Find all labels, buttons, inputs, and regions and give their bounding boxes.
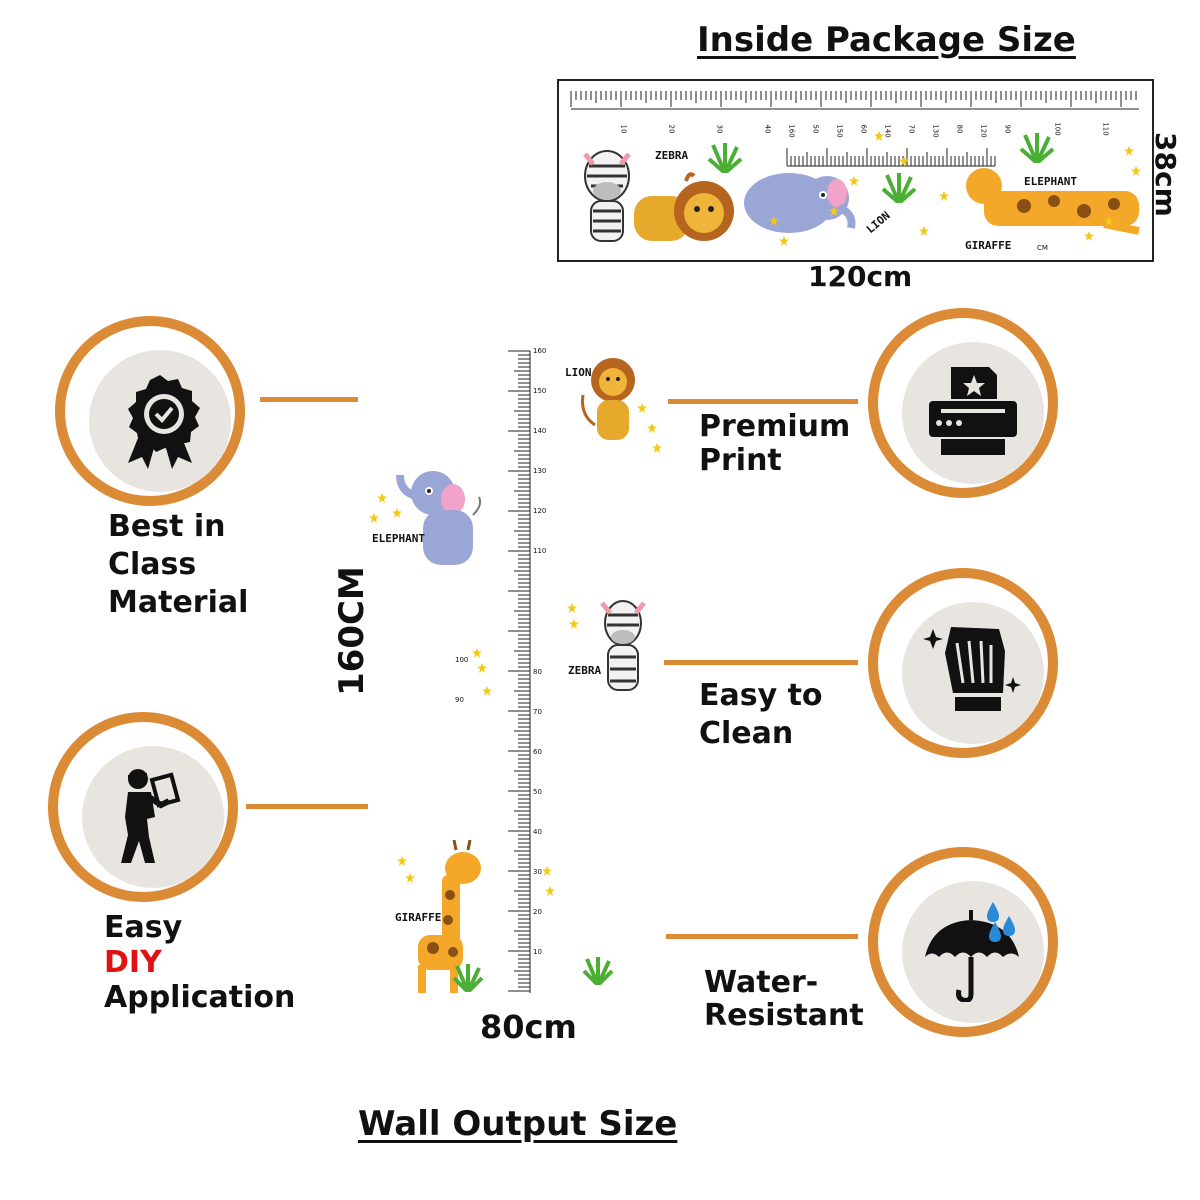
ruler-tick-label: 80	[533, 668, 542, 676]
package-label-giraffe: GIRAFFE	[965, 239, 1012, 252]
ruler-tick-label: 40	[533, 828, 542, 836]
ruler-tick-label: 160	[533, 347, 547, 355]
ruler-tick-label: 70	[533, 708, 542, 716]
package-tick-label: 100	[1053, 122, 1062, 136]
feature-line: Material	[108, 585, 249, 620]
ruler-tick-label: 60	[533, 748, 542, 756]
wall-label-giraffe: GIRAFFE	[395, 911, 442, 924]
package-tick-label: 120	[979, 124, 988, 138]
feature-line: Application	[104, 980, 296, 1015]
material-badge	[55, 316, 245, 506]
ruler-tick-label: 120	[533, 507, 547, 515]
elephant-illustration	[396, 471, 482, 565]
lion-illustration	[581, 358, 635, 440]
connector-line	[246, 804, 368, 809]
wall-ruler-labels: 160 150 140 130 120 110 80 70 60 50 40 3…	[500, 345, 560, 1000]
ruler-tick-label: 140	[533, 427, 547, 435]
leaf-icon	[707, 143, 743, 173]
package-label-elephant: ELEPHANT	[1024, 175, 1077, 188]
package-tick-label: 160	[787, 124, 796, 138]
package-tick-label: 10	[619, 124, 628, 134]
leaf-icon	[881, 173, 917, 203]
ruler-tick-label: 10	[533, 948, 542, 956]
feature-line: Easy	[104, 910, 183, 945]
package-tick-label: 60	[859, 124, 868, 134]
feature-line: Water-	[704, 965, 819, 1000]
package-tick-label: 80	[955, 124, 964, 134]
package-tick-label: 40	[763, 124, 772, 134]
leaf-icon	[582, 957, 614, 985]
package-tick-label: 30	[715, 124, 724, 134]
feature-line: Print	[699, 443, 782, 478]
feature-line: Resistant	[704, 998, 864, 1033]
package-tick-label: 20	[667, 124, 676, 134]
connector-line	[668, 399, 858, 404]
package-tick-label: 90	[1003, 124, 1012, 134]
wall-height-label: 160CM	[332, 566, 372, 696]
clean-badge	[868, 568, 1058, 758]
package-height-label: 38cm	[1149, 132, 1182, 217]
ruler-tick-label: 110	[533, 547, 547, 555]
material-feature-text: Best in Class Material	[108, 508, 248, 622]
ruler-tick-label: 30	[533, 868, 542, 876]
ruler-tick-label: 130	[533, 467, 547, 475]
package-tick-label: 70	[907, 124, 916, 134]
feature-line: Class	[108, 547, 197, 582]
package-width-label: 120cm	[808, 260, 913, 293]
zebra-illustration	[583, 150, 631, 242]
printer-icon	[929, 367, 1017, 455]
person-carrying-icon	[121, 769, 181, 863]
cleaning-glove-icon	[923, 627, 1021, 711]
wall-width-label: 80cm	[480, 1008, 577, 1046]
elephant-illustration	[744, 173, 856, 233]
connector-line	[260, 397, 358, 402]
ruler-tick-label: 50	[533, 788, 542, 796]
wall-label-zebra: ZEBRA	[568, 664, 602, 677]
clean-feature-text: Easy to Clean	[699, 677, 823, 753]
diy-badge	[48, 712, 238, 902]
lion-illustration	[634, 172, 734, 241]
star-decorations	[369, 403, 662, 896]
package-sticker-sheet: ZEBRA LION ELEPHANT GIRAFFE CM	[557, 79, 1154, 262]
umbrella-rain-icon	[925, 902, 1019, 1002]
package-tick-label: 110	[1101, 122, 1110, 136]
feature-line: Easy to	[699, 678, 823, 713]
ruler-tick-label: 150	[533, 387, 547, 395]
giraffe-illustration	[966, 168, 1140, 235]
diy-accent-text: DIY	[104, 945, 162, 980]
feature-line: Clean	[699, 716, 794, 751]
water-badge	[868, 847, 1058, 1037]
print-badge	[868, 308, 1058, 498]
wall-height-ruler	[508, 350, 531, 993]
package-label-zebra: ZEBRA	[655, 149, 689, 162]
feature-line: Premium	[699, 409, 851, 444]
feature-line: Best in	[108, 509, 226, 544]
package-tick-label: 140	[883, 124, 892, 138]
package-tick-label: 50	[811, 124, 820, 134]
wall-label-lion: LION	[565, 366, 592, 379]
package-unit-label: CM	[1037, 244, 1048, 252]
leaf-icon	[1019, 133, 1055, 163]
package-ruler	[570, 91, 1139, 167]
water-feature-text: Water- Resistant	[704, 966, 864, 1032]
ruler-side-label: 100	[455, 656, 469, 664]
ruler-side-label: 90	[455, 696, 464, 704]
connector-line	[666, 934, 858, 939]
ruler-tick-label: 20	[533, 908, 542, 916]
package-title: Inside Package Size	[697, 20, 1076, 60]
diy-feature-text: Easy DIY Application	[104, 910, 295, 1015]
leaf-icon	[452, 964, 484, 992]
package-tick-label: 150	[835, 124, 844, 138]
print-feature-text: Premium Print	[699, 410, 850, 478]
connector-line	[664, 660, 858, 665]
wall-output-title: Wall Output Size	[358, 1104, 678, 1144]
badge-check-icon	[128, 375, 200, 469]
wall-label-elephant: ELEPHANT	[372, 532, 425, 545]
package-tick-label: 130	[931, 124, 940, 138]
zebra-illustration	[600, 600, 646, 691]
star-decorations	[769, 131, 1141, 246]
